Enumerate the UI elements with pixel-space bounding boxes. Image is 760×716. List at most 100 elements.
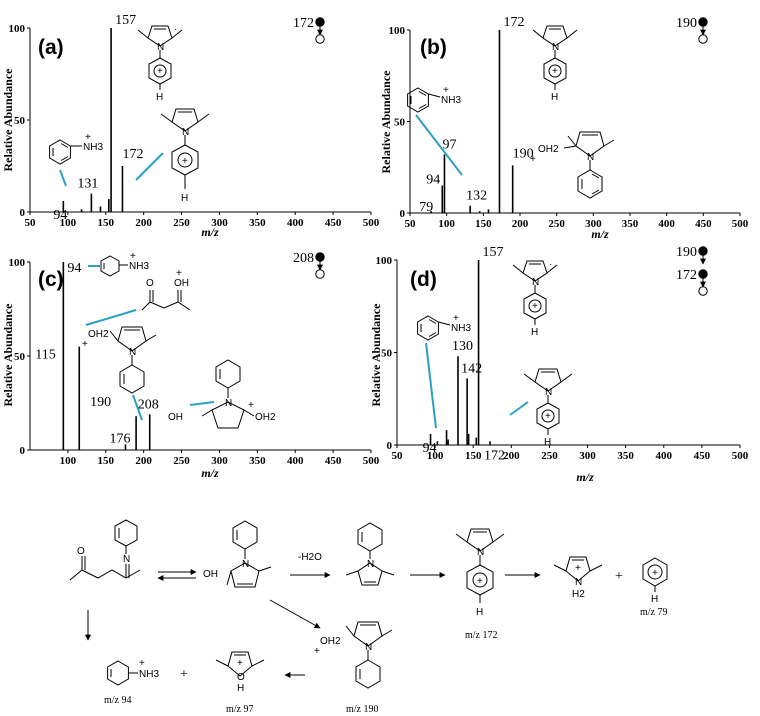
svg-text:+: +: [82, 339, 88, 350]
protonated-dione-c: O OH +: [141, 268, 191, 311]
peak-label-94: 94: [67, 261, 81, 276]
y-tick-label: 100: [389, 25, 406, 37]
svg-text:OH: OH: [203, 569, 218, 580]
pyrrole-phenyl-ion-b: N + H: [532, 25, 578, 103]
y-tick-label: 0: [400, 208, 406, 220]
arrow-to-190: [269, 599, 321, 629]
x-tick-label: 400: [656, 450, 673, 462]
peak-label-97: 97: [442, 137, 456, 152]
x-tick-label: 300: [211, 217, 228, 229]
x-tick-label: 150: [98, 217, 115, 229]
svg-text:+: +: [157, 66, 163, 77]
connector-172-a: [135, 152, 164, 181]
svg-text:+: +: [248, 400, 254, 411]
x-tick-label: 450: [325, 455, 342, 467]
svg-text:OH: OH: [174, 278, 189, 289]
connector-115-c: [85, 309, 137, 326]
hollow-product-dot-icon: [315, 269, 325, 279]
panel-label-d: (d): [410, 268, 437, 291]
panel-label-b: (b): [420, 36, 447, 59]
svg-text:+: +: [453, 313, 459, 324]
y-axis-label-c: Relative Abundance: [1, 303, 15, 407]
precursor-mz-label: 172: [676, 268, 697, 283]
peak-label-115: 115: [35, 348, 55, 363]
y-tick-label: 0: [387, 440, 393, 452]
x-tick-label: 300: [585, 218, 602, 230]
x-tick-label: 200: [135, 455, 152, 467]
x-tick-label: 150: [465, 450, 482, 462]
x-tick-label: 50: [25, 217, 37, 229]
x-tick-label: 200: [503, 450, 520, 462]
x-tick-label: 250: [173, 217, 190, 229]
scheme-pyrrole: N: [345, 522, 395, 586]
x-axis-label-c: m/z: [201, 466, 219, 480]
svg-text:+: +: [237, 658, 243, 669]
precursor-mz-label: 208: [293, 251, 314, 266]
protonated-diol-pyrrolidine-c: N OH OH2 +: [168, 359, 276, 429]
x-tick-label: 250: [173, 455, 190, 467]
svg-text:+: +: [314, 646, 320, 657]
fragmentation-scheme: O N N OH -H2O N: [69, 519, 668, 715]
y-tick-label: 100: [376, 255, 393, 267]
svg-text:+: +: [182, 156, 188, 167]
svg-text:OH: OH: [168, 412, 183, 423]
svg-text:·: ·: [549, 259, 552, 270]
scheme-hemiaminal: N OH: [203, 520, 272, 588]
svg-text:H: H: [651, 594, 658, 605]
x-tick-label: 450: [695, 218, 712, 230]
svg-text:N: N: [365, 642, 372, 653]
scheme-anilinium-94: NH3 +: [107, 658, 159, 686]
svg-text:+: +: [139, 658, 145, 669]
x-tick-label: 400: [287, 455, 304, 467]
svg-text:N: N: [552, 42, 559, 53]
svg-text:H2: H2: [572, 589, 585, 600]
svg-text:N: N: [242, 559, 249, 570]
peak-label-190: 190: [513, 146, 534, 161]
hollow-product-dot-icon: [698, 286, 708, 296]
x-tick-label: 500: [732, 218, 749, 230]
filled-precursor-dot-icon: [698, 246, 708, 256]
peak-label-157: 157: [483, 245, 504, 260]
peak-label-172: 172: [122, 147, 143, 162]
x-tick-label: 150: [98, 455, 115, 467]
peak-label-172: 172: [503, 15, 524, 30]
y-tick-label: 0: [20, 445, 26, 457]
x-tick-label: 350: [249, 217, 266, 229]
x-tick-label: 350: [622, 218, 639, 230]
svg-text:N: N: [545, 387, 552, 398]
svg-text:N: N: [532, 277, 539, 288]
svg-text:+: +: [530, 154, 536, 165]
filled-precursor-dot-icon: [315, 252, 325, 262]
precursor-a: 172: [293, 16, 325, 44]
svg-text:NH3: NH3: [139, 669, 159, 680]
svg-text:OH2: OH2: [255, 412, 276, 423]
svg-text:OH2: OH2: [320, 636, 341, 647]
precursor-c: 208: [293, 251, 325, 279]
scheme-furan-97: + O H: [215, 651, 265, 694]
connector-190-c: [132, 394, 143, 421]
anilinium-structure-b: NH3 +: [407, 85, 461, 113]
svg-text:H: H: [551, 92, 558, 103]
pyrrole-phenyl-ion-top-a: N · + H: [137, 24, 183, 103]
filled-precursor-dot-icon: [698, 17, 708, 27]
y-tick-label: 100: [9, 23, 26, 35]
x-axis-label-d: m/z: [576, 470, 594, 484]
x-tick-label: 300: [579, 450, 596, 462]
svg-text:O: O: [77, 546, 85, 557]
x-axis-label-a: m/z: [201, 225, 219, 239]
x-tick-label: 500: [363, 217, 380, 229]
svg-text:N: N: [182, 127, 189, 138]
pyrrole-phenyl-ion-mid-d: N + H: [523, 368, 573, 448]
precursor-mz-label: 190: [676, 16, 697, 31]
svg-text:+: +: [545, 411, 551, 422]
connector-94-a: [59, 169, 67, 187]
x-tick-label: 200: [512, 218, 529, 230]
protonated-hemiaminal-b: OH2 + N: [530, 131, 615, 199]
x-tick-label: 100: [60, 455, 77, 467]
